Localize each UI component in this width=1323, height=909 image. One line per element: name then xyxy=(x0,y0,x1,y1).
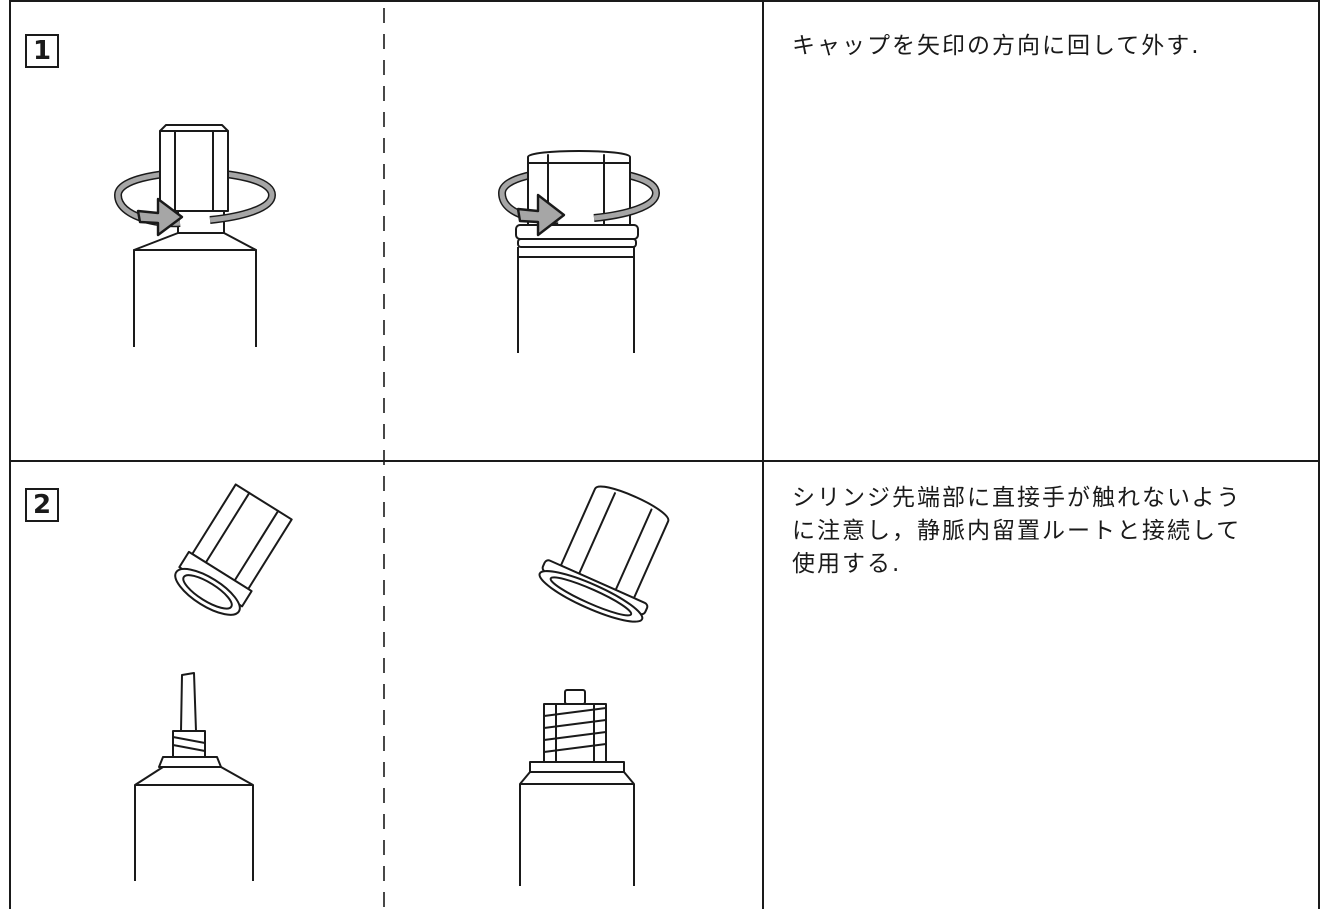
step-1-round-cap-syringe-illustration xyxy=(498,150,660,353)
step-2-luer-lock-tip-illustration xyxy=(519,689,635,886)
step-1-hex-cap-syringe-illustration xyxy=(114,124,276,347)
step-2-syringe-tip-illustration xyxy=(134,672,254,881)
step-2-number: 2 xyxy=(25,488,59,522)
step-2-removed-hex-cap-illustration xyxy=(174,483,293,616)
step-2-instruction: シリンジ先端部に直接手が触れないよう に注意し，静脈内留置ルートと接続して 使用… xyxy=(792,482,1302,581)
step-2-removed-round-cap-illustration xyxy=(538,485,670,623)
step-2-instruction-line-1: シリンジ先端部に直接手が触れないよう xyxy=(792,485,1242,511)
dashed-divider xyxy=(383,8,385,909)
step-2-instruction-line-3: 使用する. xyxy=(792,551,902,577)
step-2-instruction-line-2: に注意し，静脈内留置ルートと接続して xyxy=(792,518,1242,544)
step-1-instruction: キャップを矢印の方向に回して外す. xyxy=(792,33,1201,59)
table-frame xyxy=(9,0,1320,909)
column-divider xyxy=(762,0,764,909)
row-divider xyxy=(9,460,1320,462)
step-1-number: 1 xyxy=(25,34,59,68)
